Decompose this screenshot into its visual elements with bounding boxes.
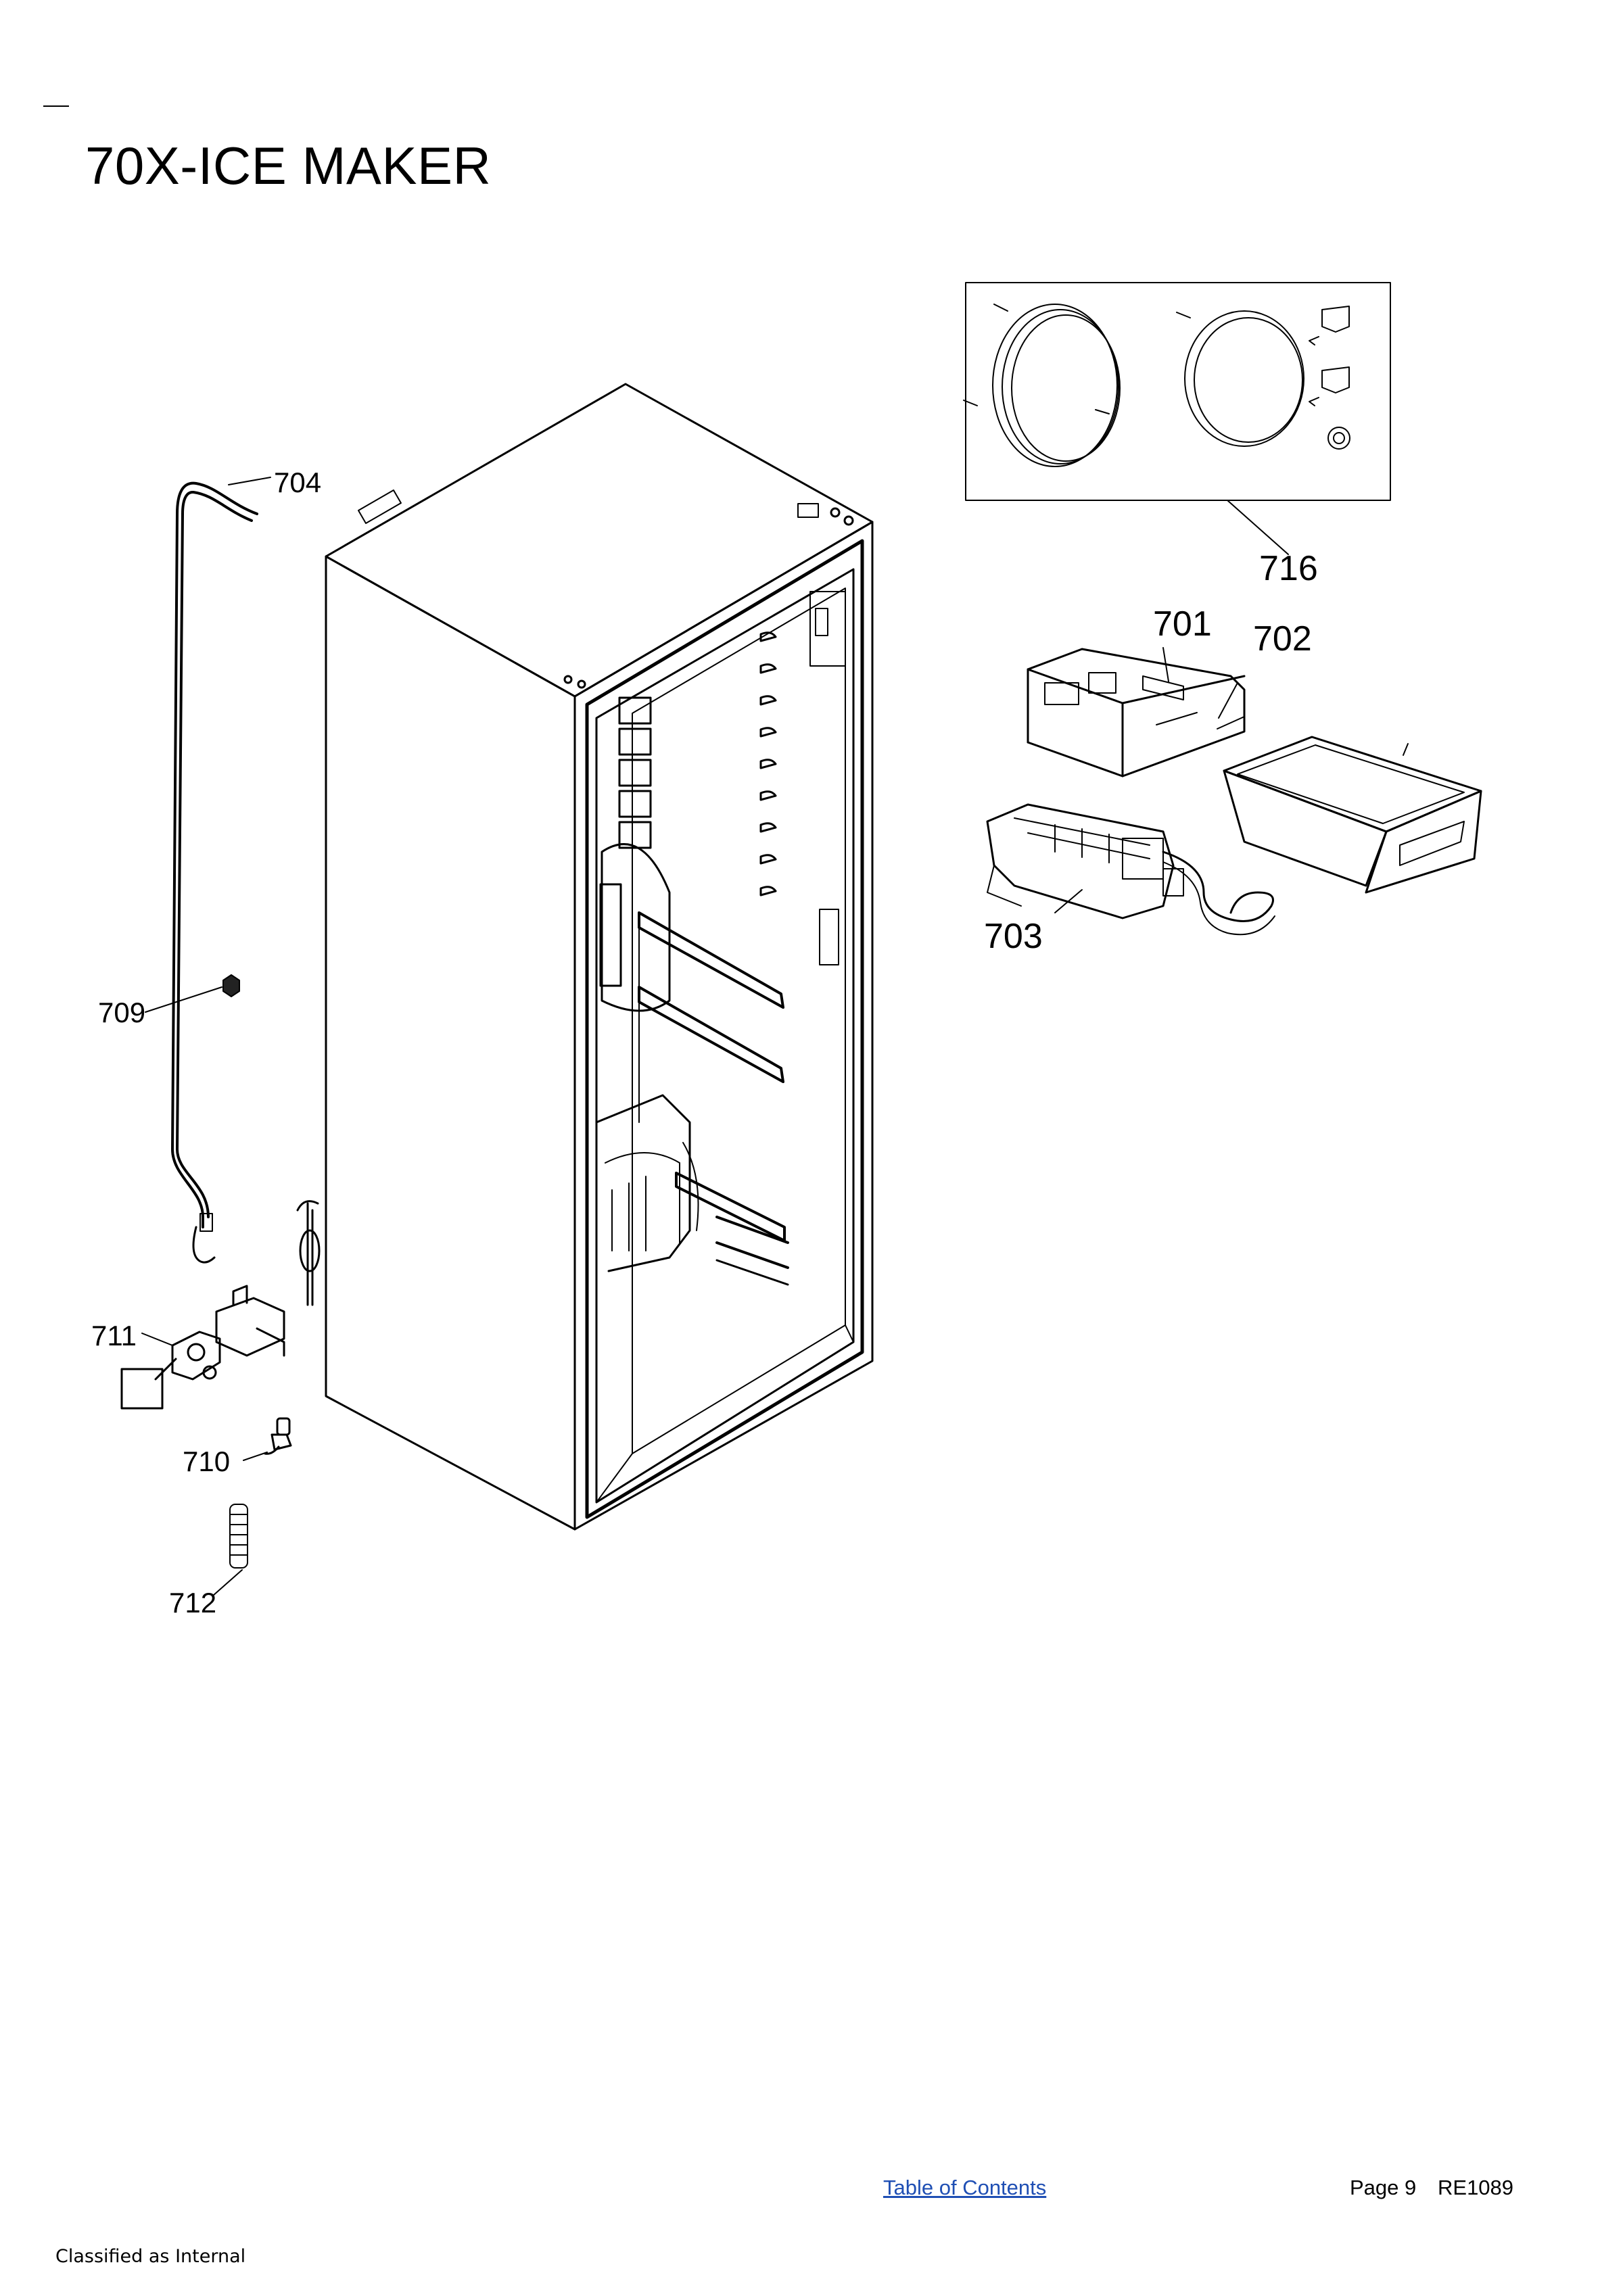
callout-709: 709 bbox=[98, 997, 145, 1028]
page-number: Page 9 bbox=[1350, 2176, 1417, 2199]
callout-704: 704 bbox=[274, 467, 321, 498]
document-code: RE1089 bbox=[1438, 2176, 1514, 2199]
ice-maker-cover-701-702 bbox=[1027, 647, 1246, 778]
callout-701: 701 bbox=[1153, 604, 1212, 644]
callout-716: 716 bbox=[1259, 549, 1318, 588]
tubing-kit-716 bbox=[963, 282, 1391, 555]
tube-clip-709 bbox=[145, 974, 240, 1013]
refrigerator-cabinet bbox=[325, 383, 874, 1531]
water-tube-704 bbox=[171, 477, 271, 1264]
ice-maker-703 bbox=[986, 803, 1275, 936]
filter-712 bbox=[212, 1504, 248, 1596]
callout-702: 702 bbox=[1253, 619, 1312, 659]
callout-712: 712 bbox=[169, 1587, 216, 1619]
top-rule bbox=[43, 105, 69, 107]
connector-710 bbox=[243, 1417, 292, 1461]
table-of-contents-link[interactable]: Table of Contents bbox=[883, 2176, 1047, 2199]
callout-710: 710 bbox=[183, 1445, 230, 1477]
water-valve-711 bbox=[120, 1200, 321, 1410]
page-title: 70X-ICE MAKER bbox=[85, 136, 492, 195]
ice-bin bbox=[1223, 736, 1482, 894]
classification-label: Classified as Internal bbox=[55, 2246, 246, 2267]
callout-703: 703 bbox=[984, 917, 1043, 956]
callout-711: 711 bbox=[91, 1320, 137, 1352]
